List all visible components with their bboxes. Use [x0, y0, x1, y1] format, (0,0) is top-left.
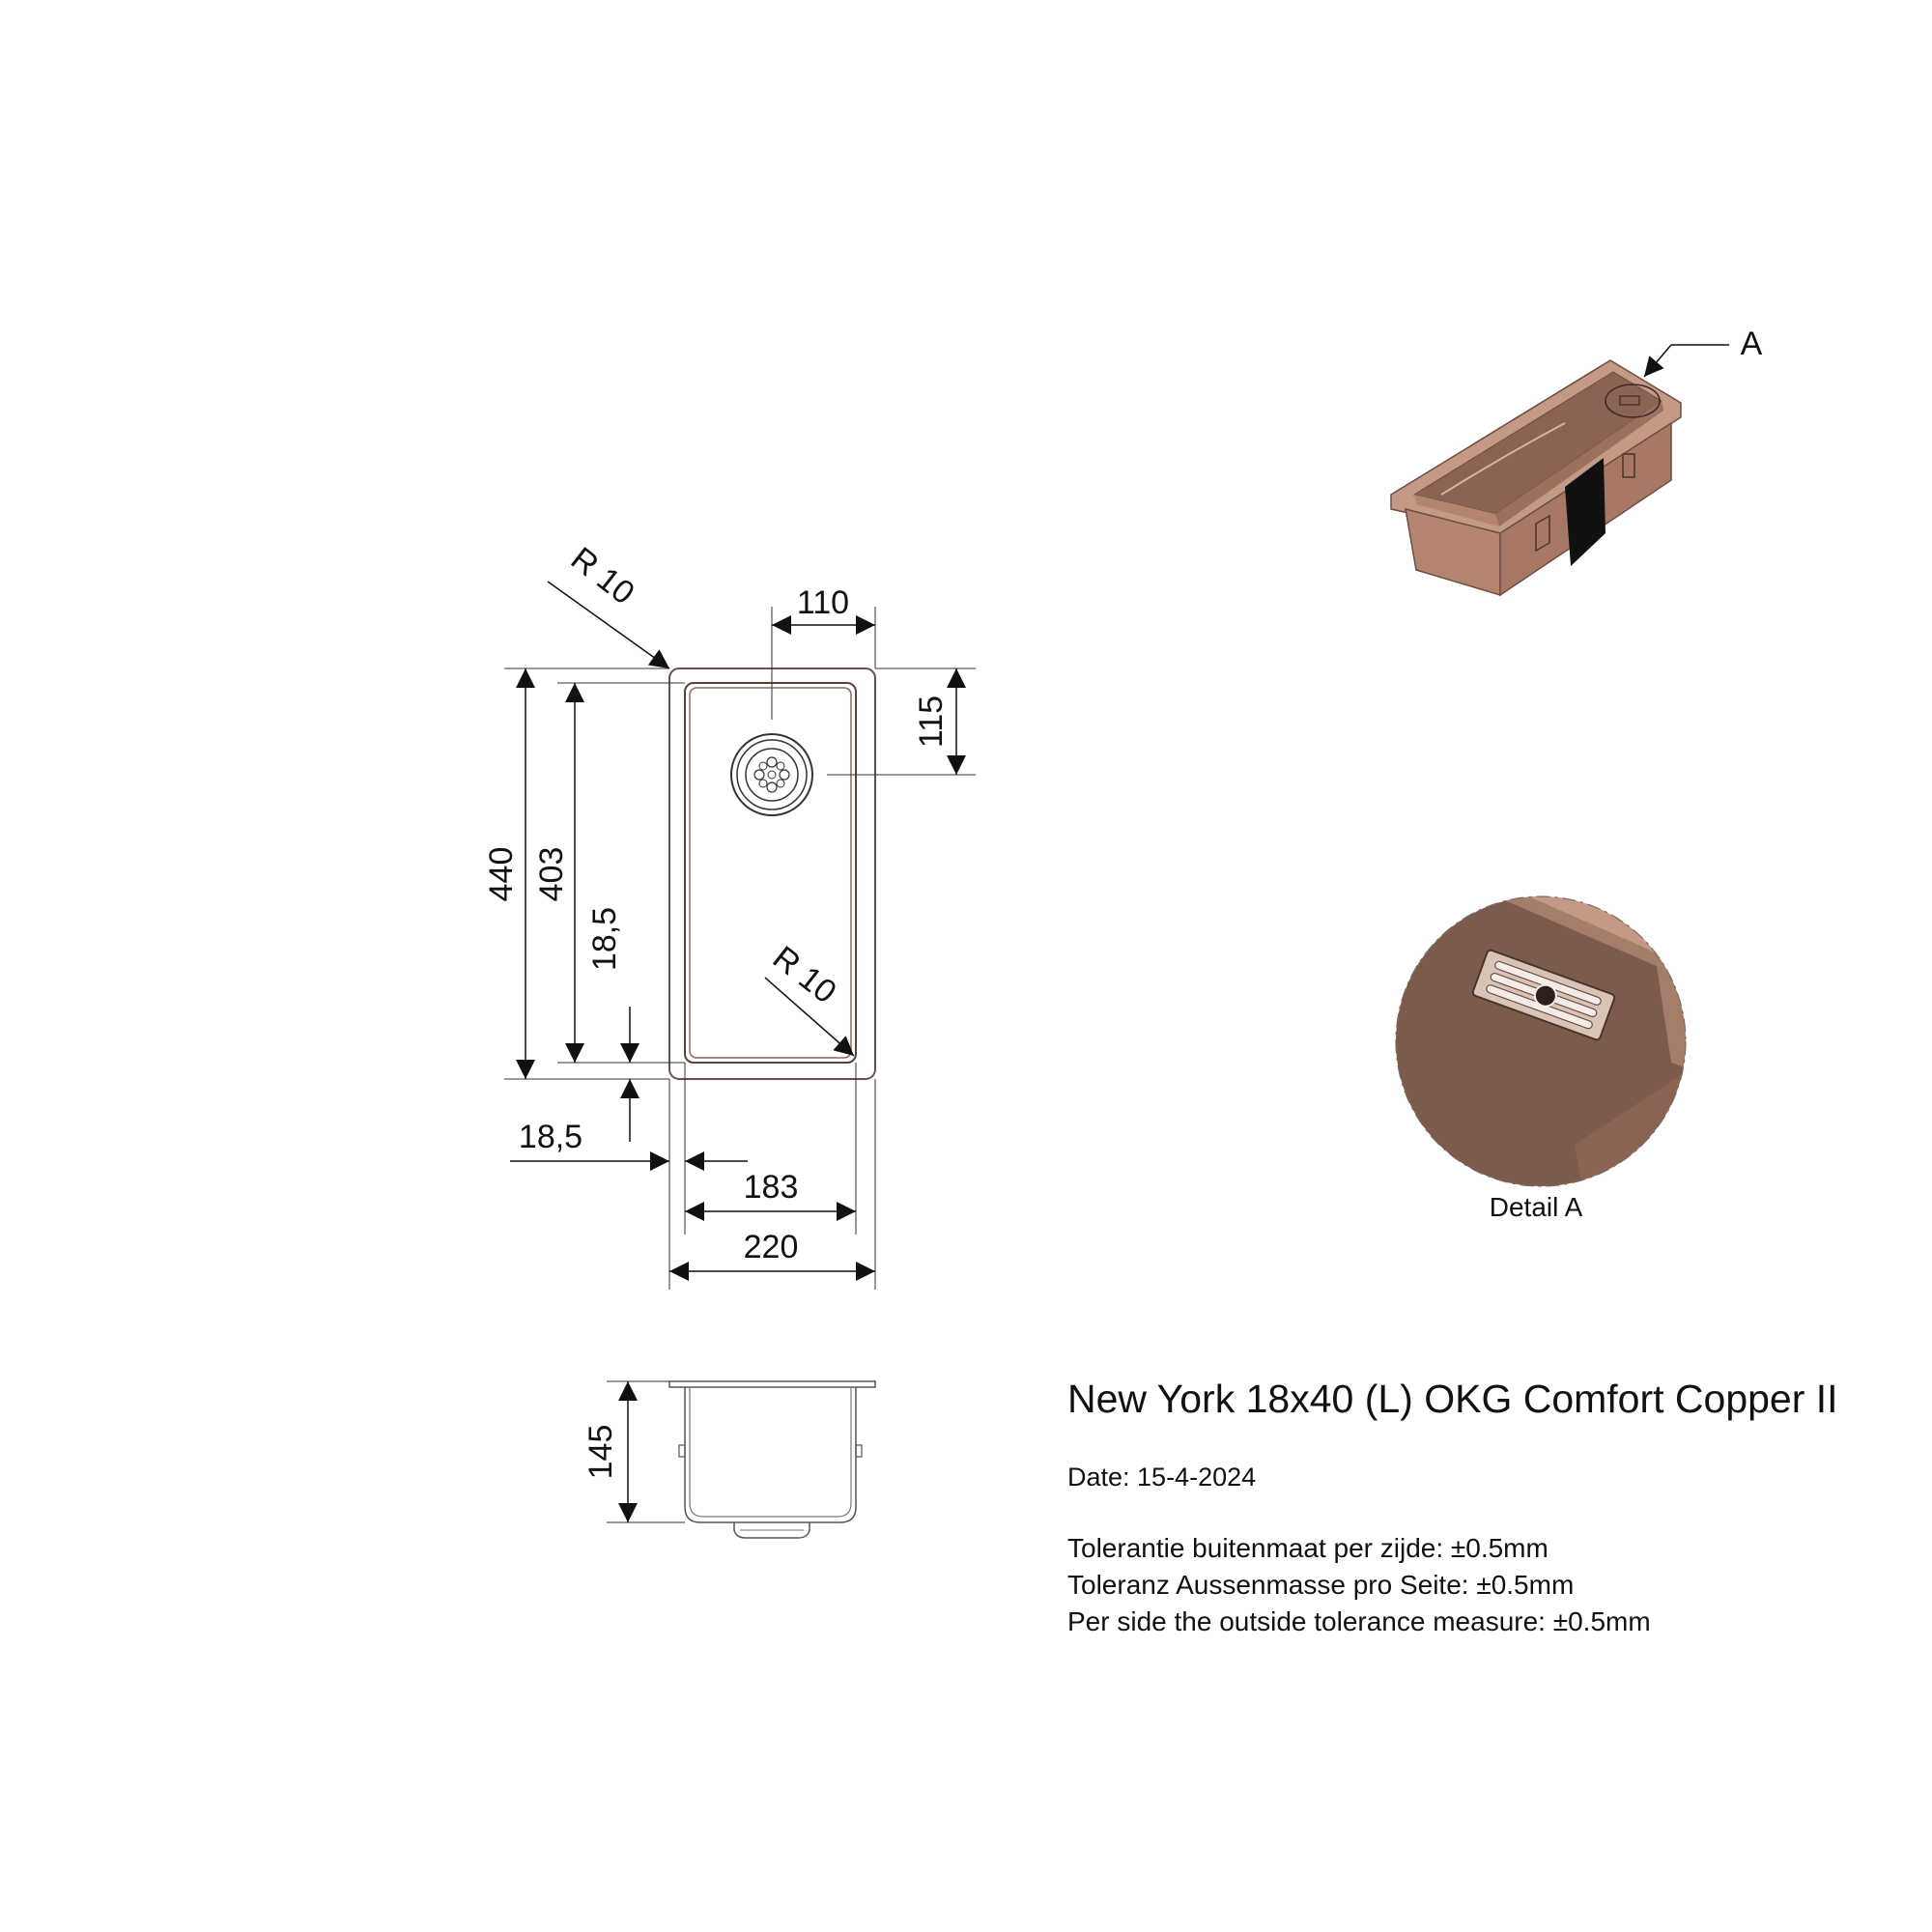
dim-18-5-top: 18,5: [586, 907, 623, 971]
dimension-labels: 110 115 440 403 18,5 18,5 183 220 R 10 R…: [483, 540, 950, 1265]
dim-403: 403: [533, 847, 570, 902]
product-title: New York 18x40 (L) OKG Comfort Copper II: [1067, 1377, 1838, 1421]
sink-top-view: [668, 623, 976, 1080]
dim-110: 110: [797, 584, 849, 621]
extension-lines: [504, 607, 976, 1290]
drain-symbol: [730, 733, 813, 816]
dim-145: 145: [582, 1425, 619, 1480]
detail-a-caption: Detail A: [1490, 1192, 1583, 1222]
inner-bowl-outline: [684, 682, 857, 1064]
detail-a-view: Detail A: [1395, 895, 1687, 1222]
dim-18-5-side: 18,5: [519, 1119, 582, 1155]
dimension-lines: [510, 581, 966, 1281]
dim-440: 440: [483, 847, 520, 902]
sink-isometric-view: A: [1390, 326, 1763, 597]
inner-bowl-rim: [689, 687, 852, 1059]
detail-callout-a: A: [1741, 326, 1763, 362]
dim-183: 183: [744, 1169, 799, 1206]
tolerance-dutch: Tolerantie buitenmaat per zijde: ±0.5mm: [1067, 1533, 1548, 1563]
tolerance-english: Per side the outside tolerance measure: …: [1067, 1606, 1651, 1636]
drawing-date: Date: 15-4-2024: [1067, 1463, 1257, 1492]
dim-220: 220: [744, 1229, 799, 1265]
sink-side-view: 145: [582, 1380, 876, 1539]
tolerance-german: Toleranz Aussenmasse pro Seite: ±0.5mm: [1067, 1570, 1575, 1600]
dim-r10-inner: R 10: [766, 939, 843, 1010]
dim-115: 115: [913, 696, 950, 748]
outer-flange-outline: [668, 668, 876, 1080]
